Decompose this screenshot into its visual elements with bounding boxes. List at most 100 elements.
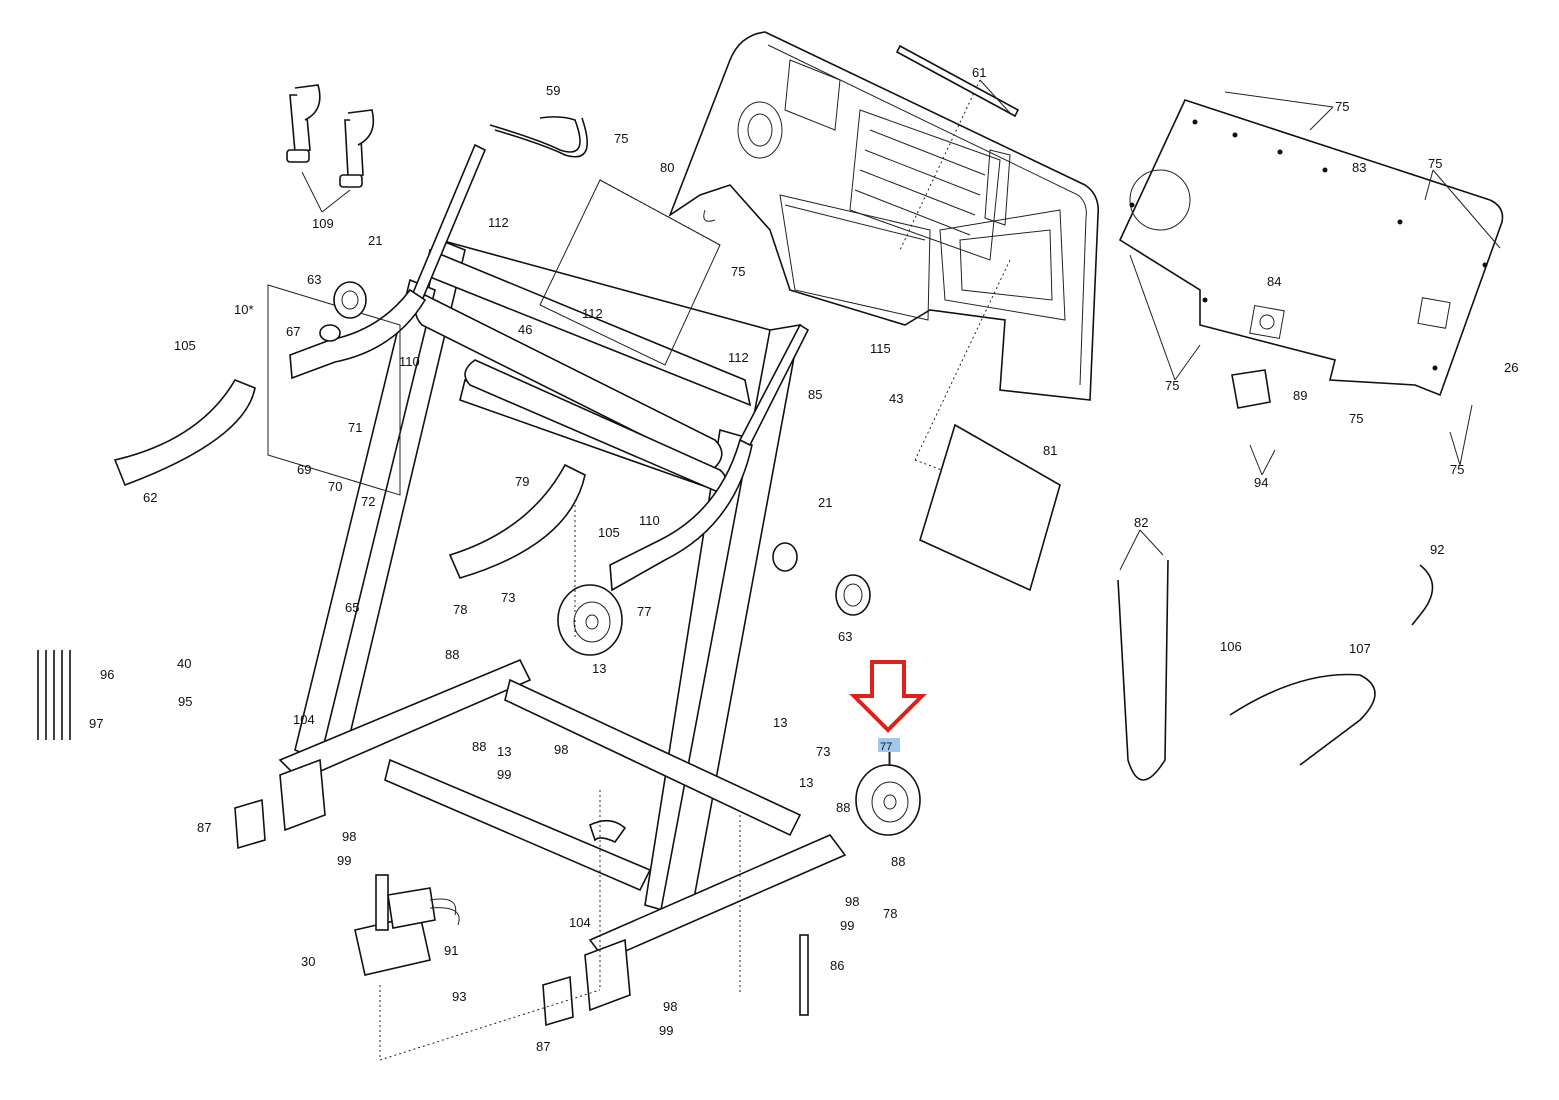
part-63-pulley-bottom (835, 574, 871, 616)
part-97-ties (37, 650, 71, 740)
callout-98: 98 (663, 999, 677, 1014)
part-92-wire (1411, 564, 1434, 626)
callout-62: 62 (143, 490, 157, 505)
part-63-pulley-top (333, 281, 367, 319)
callout-73: 73 (816, 744, 830, 759)
callout-99: 99 (840, 918, 854, 933)
callout-70: 70 (328, 479, 342, 494)
part-77-wheel-highlighted (855, 764, 921, 836)
callout-10: 10* (234, 302, 254, 317)
callout-80: 80 (660, 160, 674, 175)
callout-43: 43 (889, 391, 903, 406)
callout-61: 61 (972, 65, 986, 80)
part-62-cap (113, 379, 256, 487)
callout-99: 99 (337, 853, 351, 868)
callout-89: 89 (1293, 388, 1307, 403)
highlight-arrow (849, 660, 927, 733)
part-87-foot-right (542, 975, 574, 1027)
callout-105: 105 (174, 338, 196, 353)
callout-59: 59 (546, 83, 560, 98)
callout-81: 81 (1043, 443, 1057, 458)
callout-69: 69 (297, 462, 311, 477)
callout-13: 13 (773, 715, 787, 730)
base-frame (278, 658, 847, 1012)
callout-91: 91 (444, 943, 458, 958)
callout-97: 97 (89, 716, 103, 731)
callout-99: 99 (659, 1023, 673, 1038)
callout-21: 21 (368, 233, 382, 248)
callout-88: 88 (445, 647, 459, 662)
callout-65: 65 (345, 600, 359, 615)
leader-lines (889, 79, 1501, 766)
callout-75: 75 (614, 131, 628, 146)
callout-88: 88 (836, 800, 850, 815)
callout-99: 99 (497, 767, 511, 782)
part-82-belt (1117, 559, 1169, 781)
callout-104: 104 (569, 915, 591, 930)
callout-109: 109 (312, 216, 334, 231)
callout-95: 95 (178, 694, 192, 709)
callout-115: 115 (870, 341, 891, 356)
callout-104: 104 (293, 712, 315, 727)
callout-88: 88 (472, 739, 486, 754)
callout-78: 78 (883, 906, 897, 921)
callout-93: 93 (452, 989, 466, 1004)
part-77-wheel-upper (557, 584, 623, 656)
callout-73: 73 (501, 590, 515, 605)
callout-92: 92 (1430, 542, 1444, 557)
callout-79: 79 (515, 474, 529, 489)
callout-13: 13 (799, 775, 813, 790)
part-61-strip (895, 44, 1020, 118)
highlight-label-bg (878, 738, 900, 752)
callout-21: 21 (818, 495, 832, 510)
callout-13: 13 (592, 661, 606, 676)
callout-98: 98 (554, 742, 568, 757)
callout-71: 71 (348, 420, 362, 435)
callout-46: 46 (518, 322, 532, 337)
callout-26: 26 (1504, 360, 1518, 375)
callout-110: 110 (639, 513, 660, 528)
callout-94: 94 (1254, 475, 1268, 490)
part-83-hood (1118, 99, 1504, 397)
callout-40: 40 (177, 656, 191, 671)
callout-112: 112 (728, 350, 749, 365)
callout-77: 77 (637, 604, 651, 619)
part-91-lift-motor (354, 874, 460, 976)
callout-labels: 61 59 75 80 75 83 75 109 112 21 75 63 10… (89, 65, 1518, 1054)
callout-67: 67 (286, 324, 300, 339)
callout-82: 82 (1134, 515, 1148, 530)
callout-75: 75 (1349, 411, 1363, 426)
callout-63: 63 (838, 629, 852, 644)
part-79-cap (448, 463, 586, 579)
part-107-cable (1229, 673, 1376, 766)
callout-112: 112 (582, 306, 603, 321)
part-86-cylinder (799, 934, 809, 1016)
callout-30: 30 (301, 954, 315, 969)
callout-86: 86 (830, 958, 844, 973)
callout-75: 75 (731, 264, 745, 279)
callout-98: 98 (342, 829, 356, 844)
part-109-grips (286, 84, 375, 188)
callout-75: 75 (1428, 156, 1442, 171)
callout-63: 63 (307, 272, 321, 287)
callout-88: 88 (891, 854, 905, 869)
callout-105: 105 (598, 525, 620, 540)
callout-13: 13 (497, 744, 511, 759)
callout-98: 98 (845, 894, 859, 909)
callout-87: 87 (197, 820, 211, 835)
callout-75: 75 (1450, 462, 1464, 477)
callout-110: 110 (399, 354, 420, 369)
callout-112: 112 (488, 215, 509, 230)
callout-83: 83 (1352, 160, 1366, 175)
callout-106: 106 (1220, 639, 1242, 654)
callout-84: 84 (1267, 274, 1281, 289)
callout-78: 78 (453, 602, 467, 617)
console-assembly (668, 31, 1100, 401)
callout-72: 72 (361, 494, 375, 509)
callout-85: 85 (808, 387, 822, 402)
callout-75: 75 (1335, 99, 1349, 114)
part-59-cable (489, 116, 581, 153)
callout-75: 75 (1165, 378, 1179, 393)
part-81-overlay (919, 423, 1061, 592)
